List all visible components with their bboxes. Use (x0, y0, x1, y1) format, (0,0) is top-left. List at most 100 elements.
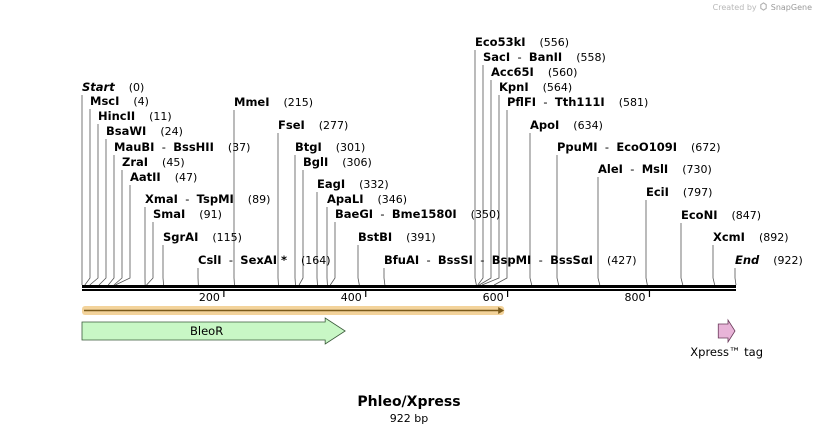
enzyme-name: Tth111I (555, 95, 605, 109)
cut-site-line (89, 124, 99, 286)
enzyme-name: HincII (98, 109, 135, 123)
feature-xpress-arrow[interactable] (717, 318, 736, 344)
enzyme-name: XmaI (145, 192, 178, 206)
enzyme-name: BaeGI (335, 207, 373, 221)
enzyme-name: MslI (642, 162, 669, 176)
enzyme-name: SacI (483, 50, 510, 64)
enzyme-name: SexAI * (240, 253, 287, 267)
cut-position: (215) (270, 96, 314, 109)
cut-position: (37) (214, 141, 251, 154)
enzyme-name: Start (82, 80, 115, 94)
cut-site-label[interactable]: MmeI (215) (234, 95, 313, 109)
enzyme-name: EcoO109I (616, 140, 677, 154)
backbone-top-strand (82, 285, 736, 288)
enzyme-name: EcoNI (681, 208, 717, 222)
cut-site-label[interactable]: Acc65I (560) (491, 65, 577, 79)
ruler-tick-label: 400 (341, 291, 362, 304)
enzyme-name: BglI (303, 155, 328, 169)
cut-site-line (474, 50, 477, 286)
cut-site-label[interactable]: SmaI (91) (153, 207, 222, 221)
cut-site-label[interactable]: MauBI - BssHII (37) (114, 140, 250, 154)
enzyme-name: MmeI (234, 95, 270, 109)
cut-position: (89) (234, 193, 271, 206)
enzyme-name: BtgI (295, 140, 322, 154)
cut-site-label[interactable]: MscI (4) (90, 94, 149, 108)
cut-position: (427) (593, 254, 637, 267)
cut-site-label[interactable]: XmaI - TspMI (89) (145, 192, 270, 206)
enzyme-name: PflFI (507, 95, 536, 109)
cut-position: (332) (345, 178, 389, 191)
cut-position: (672) (677, 141, 721, 154)
snapgene-credit: Created by SnapGene (713, 2, 812, 12)
cut-position: (558) (562, 51, 606, 64)
credit-prefix: Created by (712, 3, 757, 12)
cut-site-label[interactable]: EciI (797) (646, 185, 712, 199)
cut-site-line (645, 200, 648, 286)
cut-site-line (493, 110, 508, 286)
cut-site-label[interactable]: BtgI (301) (295, 140, 365, 154)
cut-position: (4) (119, 95, 149, 108)
cut-site-line (481, 95, 500, 286)
cut-site-label[interactable]: BglI (306) (303, 155, 372, 169)
cut-site-label[interactable]: KpnI (564) (499, 80, 572, 94)
enzyme-name: BssHII (173, 140, 214, 154)
cut-site-label[interactable]: BstBI (391) (358, 230, 436, 244)
cut-site-label[interactable]: PpuMI - EcoO109I (672) (557, 140, 721, 154)
enzyme-name: ZraI (122, 155, 148, 169)
cut-position: (115) (198, 231, 242, 244)
cut-site-label[interactable]: SacI - BanII (558) (483, 50, 606, 64)
cut-position: (164) (287, 254, 331, 267)
cut-site-line (357, 245, 360, 286)
cut-site-line (294, 155, 296, 286)
cut-site-label[interactable]: AatII (47) (130, 170, 197, 184)
cut-site-line (98, 139, 107, 286)
cut-site-line (556, 155, 560, 286)
cut-site-label[interactable]: ApaLI (346) (327, 192, 407, 206)
cut-site-label[interactable]: Eco53kI (556) (475, 35, 569, 49)
cut-site-label[interactable]: BsaWI (24) (106, 124, 183, 138)
cut-site-label[interactable]: BfuAI - BssSI - BspMI - BssSαI (427) (384, 253, 637, 267)
backbone-bottom-strand (82, 289, 736, 291)
enzyme-name: FseI (278, 118, 305, 132)
cut-site-label[interactable]: ZraI (45) (122, 155, 185, 169)
cut-site-label[interactable]: HincII (11) (98, 109, 172, 123)
enzyme-name: BssSαI (550, 253, 593, 267)
cut-site-label[interactable]: EagI (332) (317, 177, 389, 191)
cut-site-label[interactable]: FseI (277) (278, 118, 348, 132)
enzyme-name: BanII (529, 50, 562, 64)
enzyme-name: End (735, 253, 760, 267)
cut-site-label[interactable]: CslI - SexAI * (164) (198, 253, 331, 267)
cut-site-label[interactable]: EcoNI (847) (681, 208, 761, 222)
cut-site-line (113, 170, 123, 286)
enzyme-name: BfuAI (384, 253, 419, 267)
enzyme-name: XcmI (713, 230, 745, 244)
cut-site-label[interactable]: Start (0) (82, 80, 144, 94)
cut-site-label[interactable]: ApoI (634) (530, 118, 603, 132)
cut-position: (847) (717, 209, 761, 222)
cut-site-label[interactable]: End (922) (735, 253, 803, 267)
enzyme-name: EciI (646, 185, 669, 199)
cut-site-label[interactable]: AleI - MslI (730) (598, 162, 712, 176)
feature-bleor-arrow[interactable] (81, 317, 346, 345)
feature-xpress-label: Xpress™ tag (690, 345, 763, 359)
sequence-title: Phleo/Xpress (357, 394, 461, 410)
cut-position: (797) (669, 186, 713, 199)
cut-site-label[interactable]: SgrAI (115) (163, 230, 242, 244)
cut-position: (301) (322, 141, 366, 154)
enzyme-name: AatII (130, 170, 161, 184)
sequence-length: 922 bp (389, 412, 429, 425)
cut-site-label[interactable]: XcmI (892) (713, 230, 789, 244)
cut-site-line (529, 133, 533, 286)
enzyme-name: CslI (198, 253, 222, 267)
enzyme-name: MauBI (114, 140, 154, 154)
cut-site-label[interactable]: PflFI - Tth111I (581) (507, 95, 648, 109)
cut-site-line (477, 65, 484, 286)
cut-site-line (712, 245, 716, 286)
cut-position: (277) (305, 119, 349, 132)
cut-position: (556) (526, 36, 570, 49)
cut-position: (560) (534, 66, 578, 79)
cut-site-label[interactable]: BaeGI - Bme1580I (350) (335, 207, 500, 221)
